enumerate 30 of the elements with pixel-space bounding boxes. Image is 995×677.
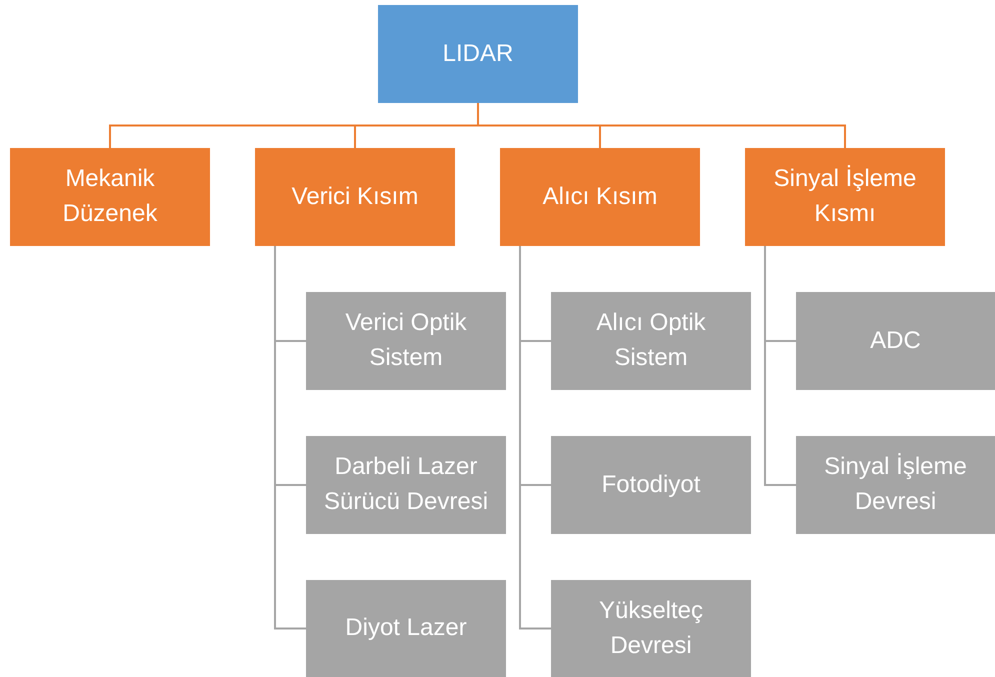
box-label: Sinyal İşleme Devresi: [823, 452, 968, 517]
component-box: [306, 580, 506, 677]
connector-line: [519, 246, 551, 630]
box-label: ADC: [870, 326, 921, 356]
component-box: [551, 292, 751, 390]
box-label: Sinyal İşleme Kısmı: [772, 164, 918, 229]
box-label: Verici Kısım: [292, 182, 418, 212]
box-label: Yükselteç Devresi: [598, 596, 704, 660]
box-label: Verici Optik Sistem: [344, 308, 468, 373]
box-label: Darbeli Lazer Sürücü Devresi: [322, 452, 490, 517]
root-box: [378, 5, 578, 103]
component-box: [306, 436, 506, 534]
box-label: Diyot Lazer: [345, 613, 467, 644]
category-box: [745, 148, 945, 246]
category-box: [255, 148, 455, 246]
component-box: [796, 292, 995, 390]
component-box: [306, 292, 506, 390]
component-box: [796, 436, 995, 534]
component-box: [551, 580, 751, 677]
box-label: Alıcı Kısım: [542, 182, 658, 212]
box-label: Alıcı Optik Sistem: [595, 308, 707, 373]
connector-line: [477, 103, 846, 148]
connector-line: [764, 246, 796, 486]
box-label: Fotodiyot: [602, 470, 700, 500]
component-box: [551, 436, 751, 534]
category-box: [10, 148, 210, 246]
box-label: LIDAR: [442, 38, 514, 69]
box-label: Mekanik Düzenek: [62, 164, 158, 229]
connector-line: [274, 246, 306, 630]
category-box: [500, 148, 700, 246]
